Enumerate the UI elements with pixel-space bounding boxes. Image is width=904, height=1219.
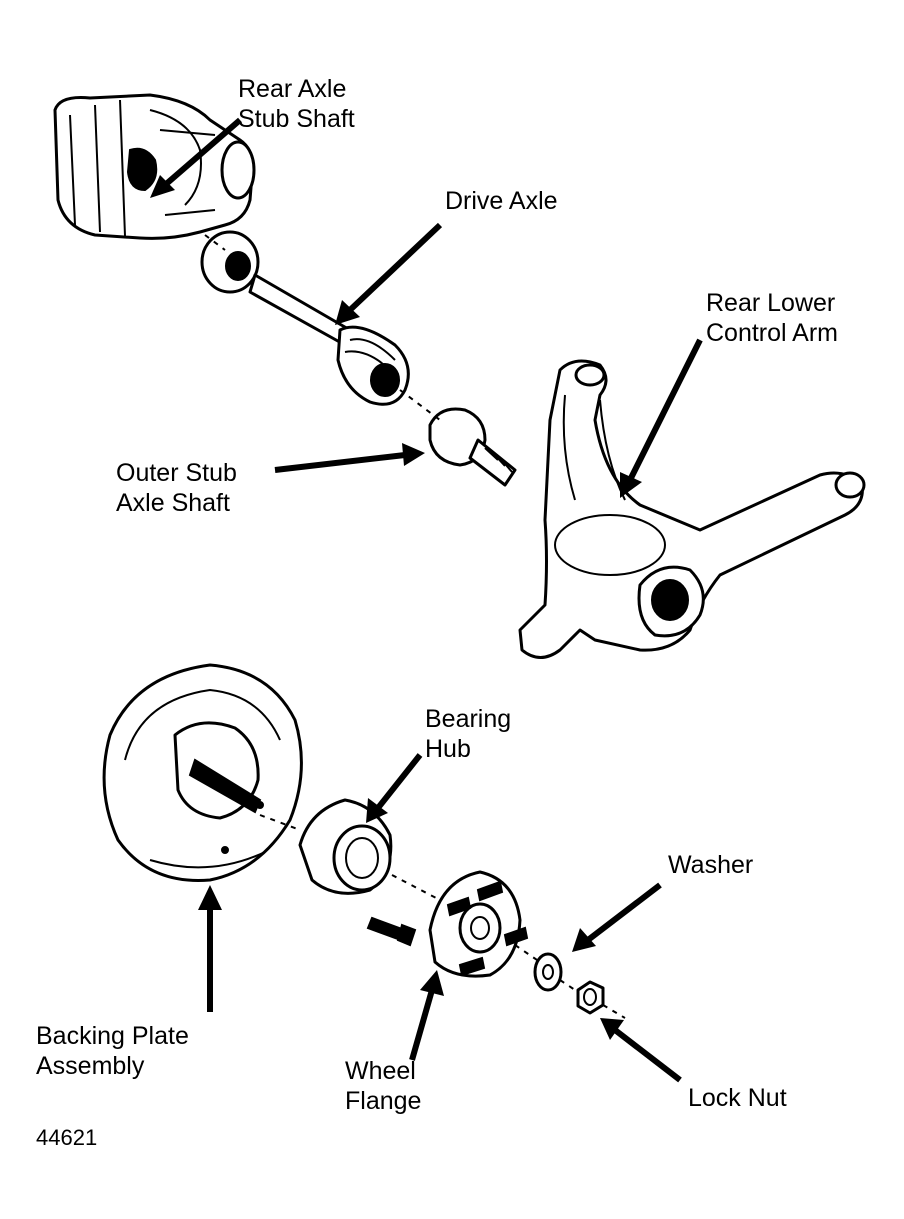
leader-backing-plate-assembly (198, 885, 222, 1012)
leader-rear-axle-stub-shaft (150, 117, 242, 198)
centerline-axle (204, 234, 226, 251)
label-lock-nut: Lock Nut (688, 1084, 787, 1112)
leader-rear-lower-control-arm (620, 338, 703, 498)
label-backing-plate-assembly: Backing Plate Assembly (36, 1022, 189, 1080)
label-drive-axle: Drive Axle (445, 187, 558, 215)
wheel-flange (428, 870, 529, 978)
leader-bearing-hub (366, 753, 423, 823)
rear-lower-control-arm (518, 359, 866, 659)
centerline-lower (259, 814, 626, 1019)
drive-axle (200, 230, 410, 406)
leader-wheel-flange (409, 970, 444, 1061)
lock-nut (576, 980, 605, 1015)
leader-outer-stub-axle-shaft (274, 443, 425, 473)
backing-plate-assembly (102, 663, 303, 882)
outer-stub-axle-shaft (428, 407, 517, 487)
leader-drive-axle (335, 222, 443, 325)
bolt (366, 916, 417, 947)
figure-id: 44621 (36, 1125, 98, 1150)
leader-lock-nut (600, 1018, 682, 1083)
leader-washer (572, 882, 662, 952)
label-bearing-hub: Bearing Hub (425, 705, 512, 763)
label-washer: Washer (668, 851, 754, 879)
label-wheel-flange: Wheel Flange (345, 1057, 422, 1115)
label-outer-stub-axle-shaft: Outer Stub Axle Shaft (116, 459, 237, 517)
differential-housing (53, 93, 256, 240)
washer (533, 952, 563, 992)
label-rear-axle-stub-shaft: Rear Axle Stub Shaft (238, 75, 355, 133)
bearing-hub (298, 798, 393, 895)
centerline-upper (399, 389, 441, 421)
label-rear-lower-control-arm: Rear Lower Control Arm (706, 289, 838, 347)
